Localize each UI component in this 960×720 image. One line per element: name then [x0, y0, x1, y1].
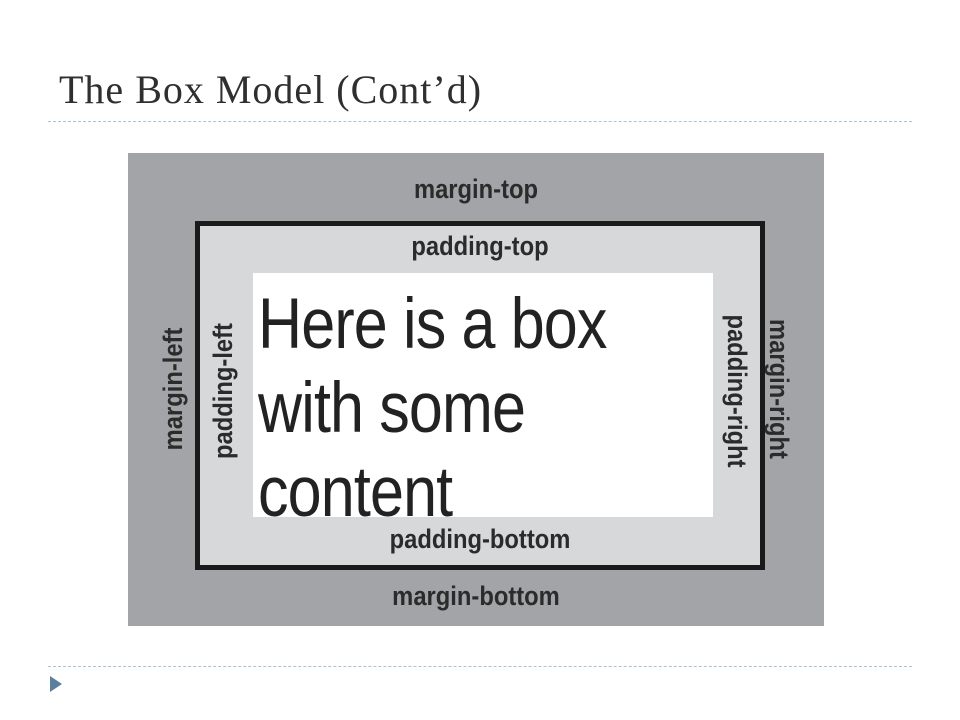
- content-line: content: [258, 453, 453, 532]
- title-divider: [48, 121, 912, 122]
- margin-right-label: margin-right: [764, 319, 794, 459]
- padding-left-label: padding-left: [208, 323, 238, 459]
- padding-bottom-label: padding-bottom: [389, 524, 571, 554]
- footer-divider: [48, 666, 912, 667]
- margin-bottom-label: margin-bottom: [392, 581, 560, 611]
- triangle-bullet-icon: [50, 676, 62, 692]
- margin-left-label: margin-left: [158, 327, 188, 451]
- content-line: with some: [258, 369, 526, 448]
- margin-area: margin-top margin-left margin-right marg…: [128, 153, 824, 626]
- content-line: Here is a box: [258, 285, 607, 364]
- border-box: padding-top padding-left padding-right p…: [195, 221, 765, 570]
- margin-top-label: margin-top: [413, 174, 539, 204]
- slide-title: The Box Model (Cont’d): [59, 67, 483, 112]
- padding-right-label: padding-right: [722, 314, 752, 468]
- padding-top-label: padding-top: [411, 231, 549, 261]
